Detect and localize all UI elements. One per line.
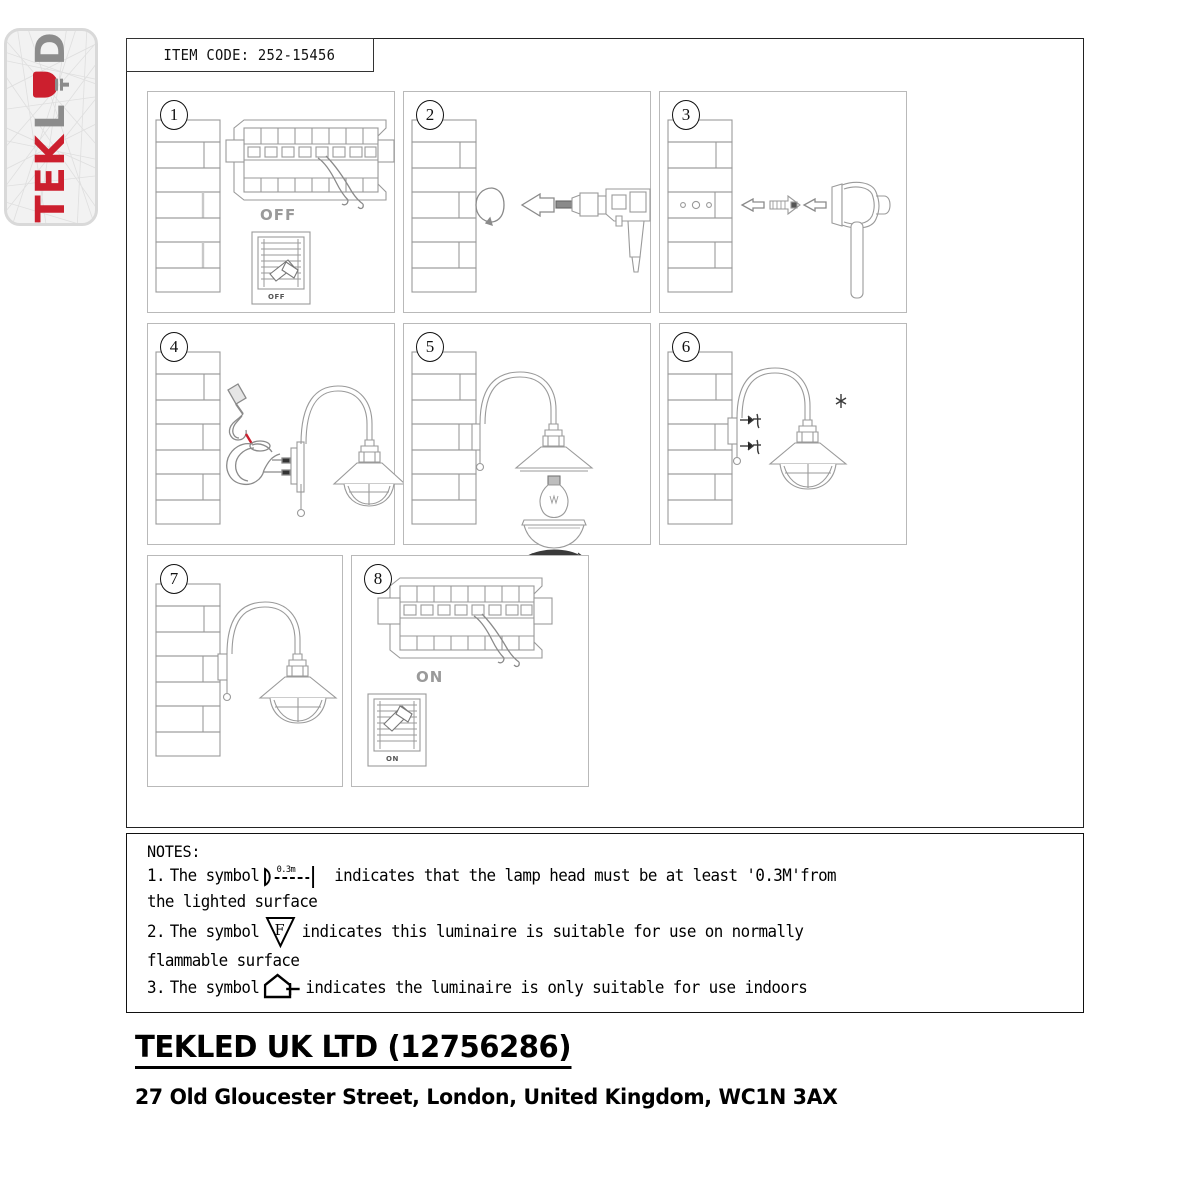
hammer-wall-plug-icon (667, 119, 891, 299)
item-code-box: ITEM CODE: 252-15456 (125, 37, 374, 72)
step-panel-1: 1 (147, 91, 395, 313)
note-item-1: 1. The symbol 0.3m indicates that the la… (147, 862, 1032, 889)
step-number-badge: 4 (160, 332, 188, 362)
note-1-continuation: the lighted surface (147, 892, 318, 911)
note-item-3: 3. The symbol indicates the luminaire is… (147, 973, 1032, 1001)
step1-inset-off-label: OFF (268, 293, 285, 301)
step-panel-8: 8 (351, 555, 589, 787)
step-grid: 1 (147, 91, 907, 787)
step-number-badge: 2 (416, 100, 444, 130)
step-panel-5: 5 (403, 323, 651, 561)
indoor-use-house-icon (261, 973, 303, 1001)
wiring-screwdriver-icon (155, 351, 407, 525)
item-code-text: ITEM CODE: 252-15456 (163, 45, 336, 64)
instruction-sheet: ITEM CODE: 252-15456 1 (125, 37, 1084, 828)
note-3-text-before: The symbol (169, 977, 260, 997)
step-panel-2: 2 (403, 91, 651, 313)
company-address: 27 Old Gloucester Street, London, United… (135, 1085, 838, 1109)
note-1-text-after: indicates that the lamp head must be at … (334, 866, 837, 885)
note-item-2: 2. The symbol F indicates this luminaire… (147, 914, 1032, 949)
step-row-3: 7 (147, 555, 907, 787)
step-number-badge: 5 (416, 332, 444, 362)
step-panel-4: 4 (147, 323, 407, 545)
notes-title: NOTES: (147, 842, 201, 861)
step1-off-label: OFF (260, 206, 296, 224)
step-row-1: 1 (147, 91, 907, 313)
installed-lamp-icon (155, 583, 338, 757)
step8-on-label: ON (416, 668, 443, 686)
logo-text-l: L (28, 103, 74, 131)
step-row-2: 4 (147, 323, 907, 561)
power-drill-icon (411, 119, 651, 293)
f-mark-triangle-icon: F (261, 914, 299, 949)
notes-box: NOTES: 1. The symbol 0.3m indicates that… (126, 833, 1084, 1013)
step-panel-6: 6 (659, 323, 907, 545)
step-panel-7: 7 (147, 555, 343, 787)
footer: TEKLED UK LTD (12756286) 27 Old Gloucest… (135, 1030, 1095, 1109)
step-number-badge: 6 (672, 332, 700, 362)
step-number-badge: 7 (160, 564, 188, 594)
logo-text-tek: TEK (28, 134, 74, 223)
step8-inset-on-label: ON (386, 755, 399, 763)
breaker-panel-off-icon: OFF (155, 119, 395, 305)
svg-text:F: F (275, 922, 285, 939)
step-number-badge: 1 (160, 100, 188, 130)
step-number-badge: 3 (672, 100, 700, 130)
note-2-text-before: The symbol (169, 921, 260, 941)
company-name: TEKLED UK LTD (12756286) (135, 1030, 572, 1069)
note-2-index: 2. (147, 921, 165, 941)
note-2-continuation: flammable surface (147, 951, 300, 970)
note-1-text-before: The symbol (169, 866, 260, 885)
min-distance-0.3m-icon: 0.3m (261, 863, 332, 889)
breaker-panel-on-icon: ON O (367, 577, 553, 767)
step-number-badge: 8 (364, 564, 392, 594)
note-1-index: 1. (147, 866, 165, 885)
step-panel-3: 3 (659, 91, 907, 313)
tighten-screws-icon (667, 351, 848, 525)
logo-text-d: D (28, 31, 74, 66)
note-2-text-after: indicates this luminaire is suitable for… (301, 921, 804, 941)
led-bulb-icon (31, 70, 71, 100)
note-3-index: 3. (147, 977, 165, 997)
svg-text:0.3m: 0.3m (277, 864, 296, 874)
brand-logo-badge: TEK L D (4, 28, 98, 226)
logo-wordmark: TEK L D (28, 31, 74, 223)
note-3-text-after: indicates the luminaire is only suitable… (305, 977, 808, 997)
bulb-glass-cover-icon (411, 351, 594, 561)
